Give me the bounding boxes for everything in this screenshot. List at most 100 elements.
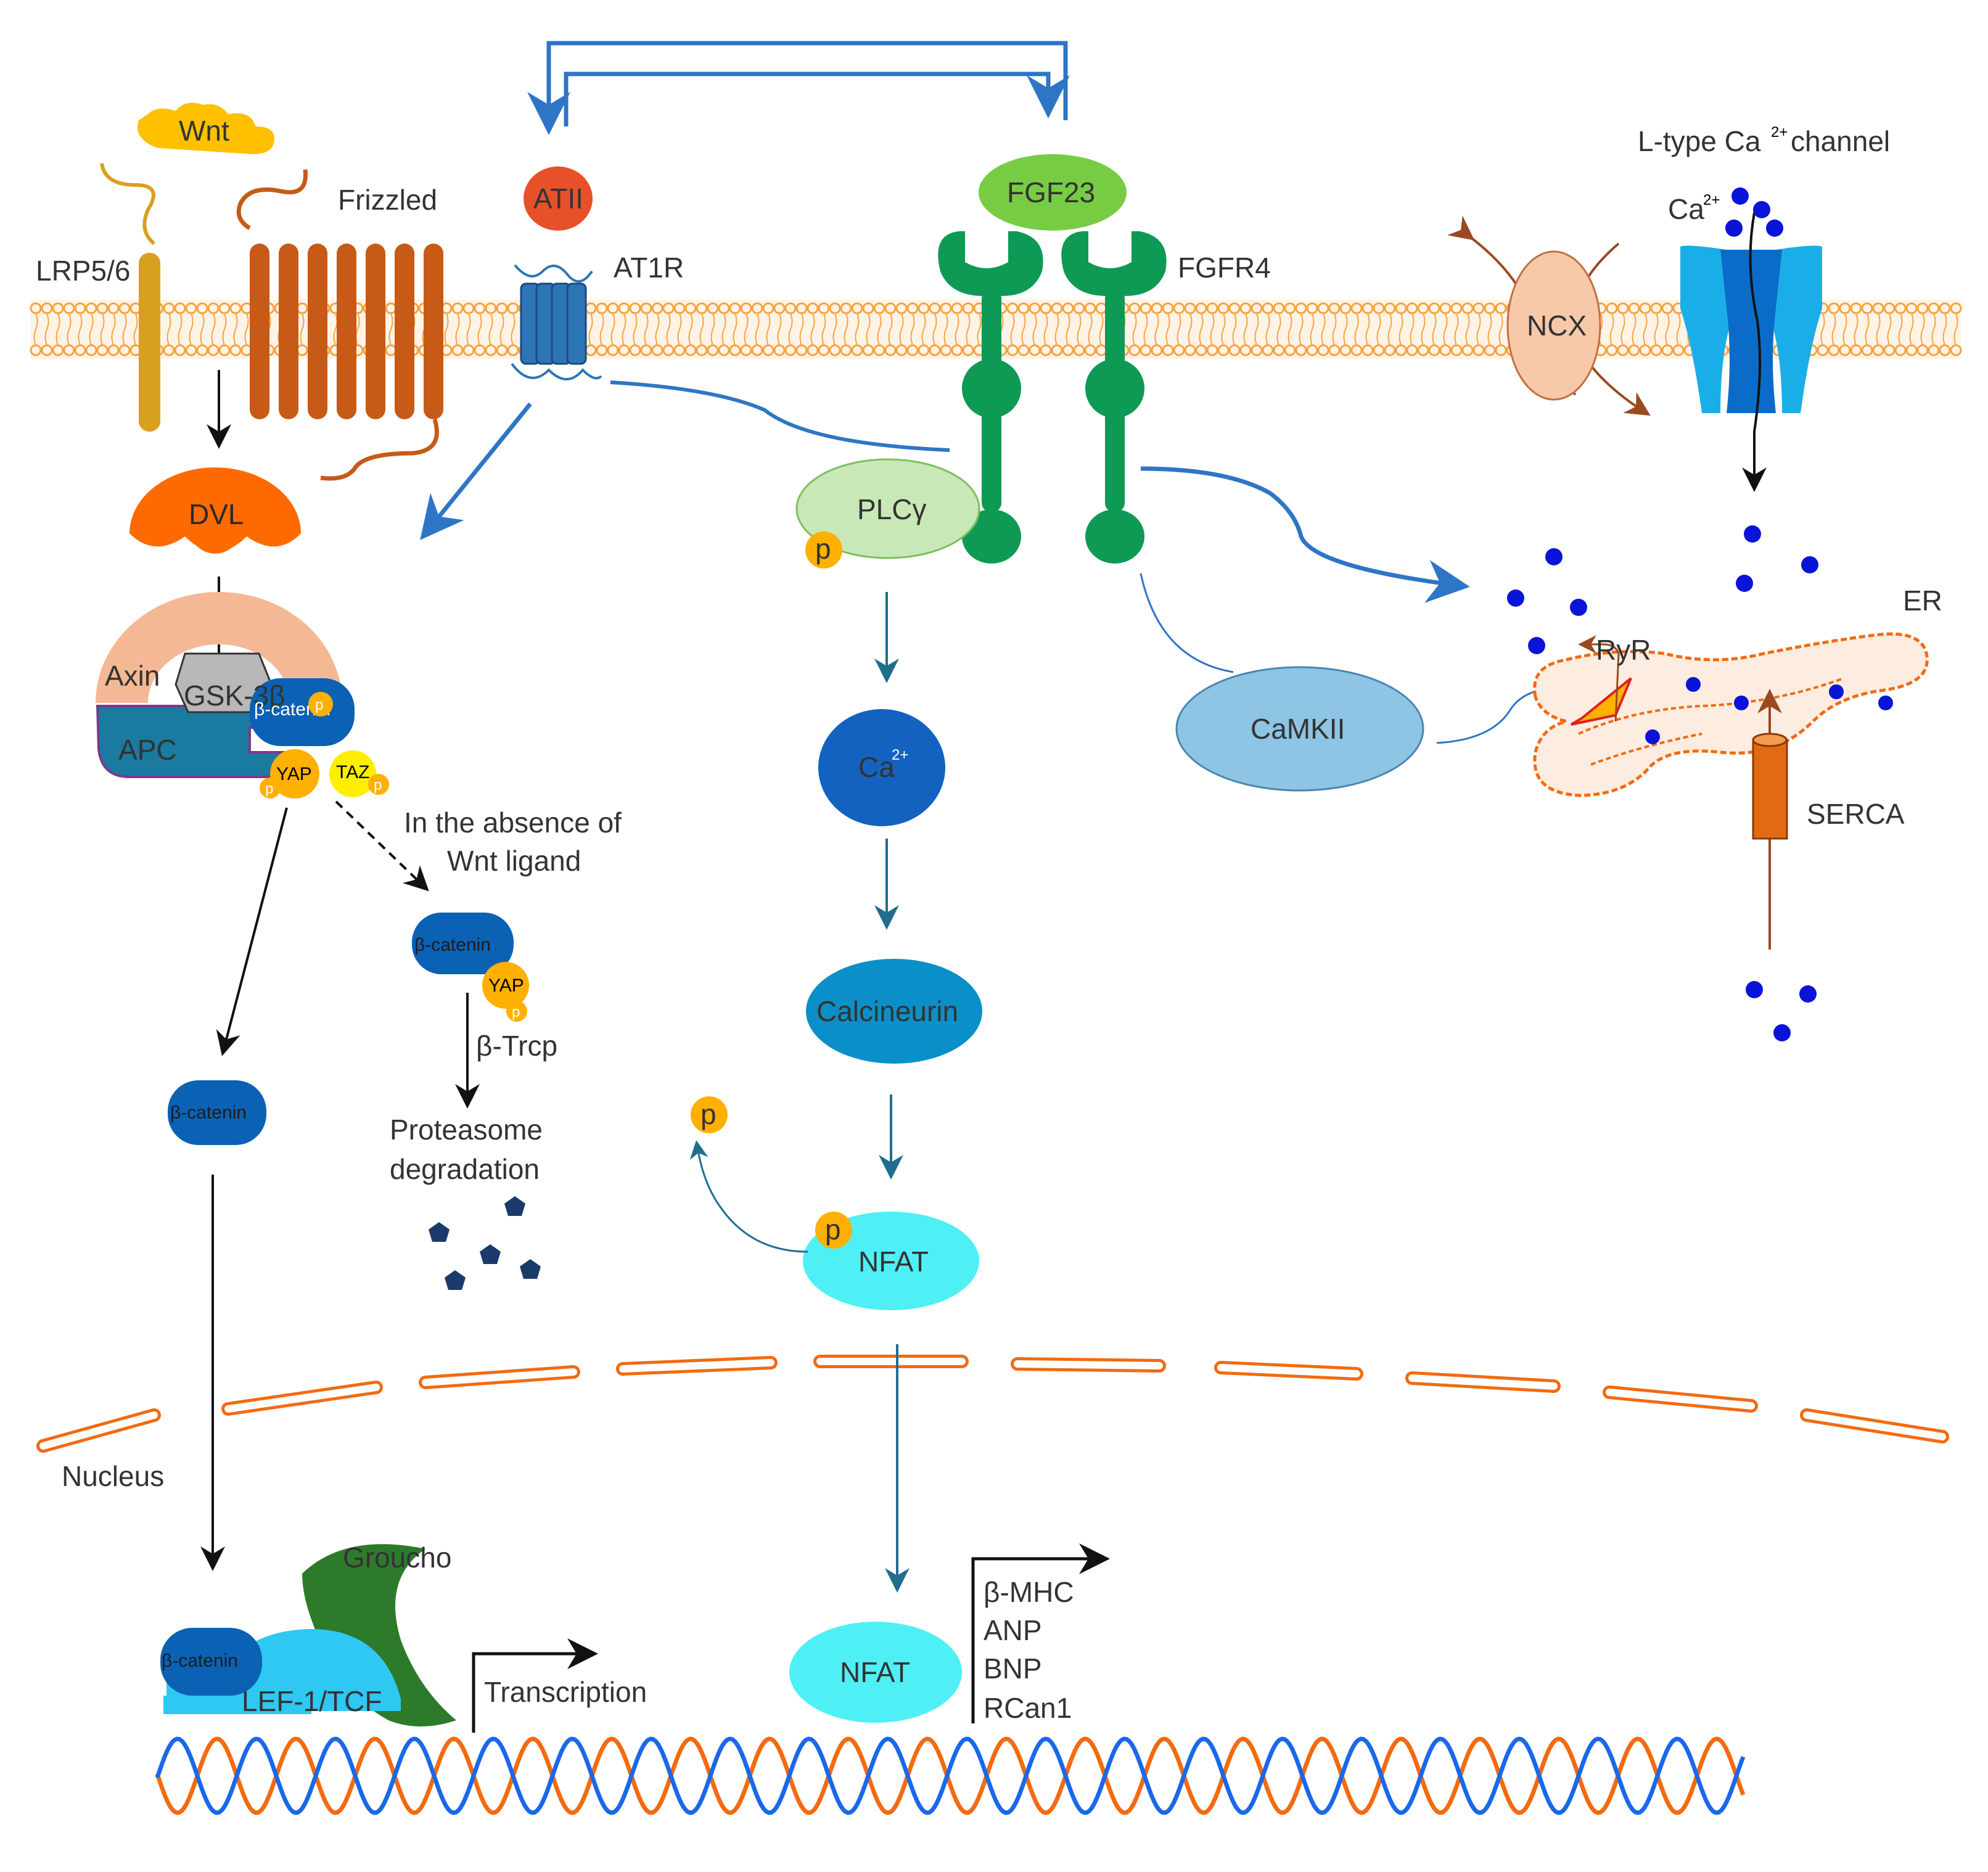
yap-deg-label: YAP: [488, 975, 524, 996]
lipid-tail: [888, 313, 893, 346]
envelope-segment-inner: [1014, 1360, 1163, 1369]
lipid-tail: [444, 313, 449, 346]
free-bcatenin-label: β-catenin: [170, 1102, 247, 1123]
lipid-tail: [733, 313, 737, 346]
lipid-tail: [932, 313, 937, 346]
lipid-tail: [1321, 313, 1326, 346]
fgf23-ligand: FGF23: [979, 154, 1127, 231]
lipid-tail: [1243, 313, 1248, 346]
lipid-tail: [1676, 313, 1681, 346]
lipid-tail: [200, 313, 205, 346]
lipid-tail: [1498, 313, 1503, 346]
nfat-cytoplasm: NFAT p: [803, 1212, 979, 1310]
endoplasmic-reticulum: ER: [1533, 585, 1942, 797]
taz-label: TAZ: [336, 762, 369, 782]
envelope-segment-inner: [619, 1359, 774, 1373]
lipid-tail: [688, 313, 693, 346]
plcg-protein: PLCγ p: [795, 458, 980, 569]
lipid-tail: [1066, 313, 1070, 346]
envelope-segment-inner: [224, 1384, 380, 1413]
lipid-tail: [966, 313, 971, 346]
lipid-tail: [511, 313, 515, 346]
frizzled-receptor: Frizzled: [236, 169, 443, 481]
fgfr4-receptor: FGFR4: [938, 231, 1271, 564]
camkii-label: CaMKII: [1251, 713, 1345, 745]
transcription-label: Transcription: [484, 1676, 647, 1708]
ca-ion-label: Ca: [858, 751, 895, 783]
lipid-tail: [178, 313, 183, 346]
groucho-protein: Groucho: [302, 1542, 456, 1726]
lipid-tail: [466, 313, 471, 346]
lipid-tail: [78, 313, 83, 346]
lipid-tail: [55, 313, 60, 346]
lipid-tail: [699, 313, 704, 346]
lipid-tail: [1010, 313, 1015, 346]
p-plcg: p: [815, 533, 831, 565]
lipid-tail: [955, 313, 959, 346]
lef-label: LEF-1/TCF: [242, 1685, 382, 1717]
p-gsk: p: [315, 697, 323, 713]
er-label: ER: [1903, 585, 1942, 617]
envelope-segment-inner: [1217, 1364, 1360, 1377]
btrcp-label: β-Trcp: [476, 1030, 557, 1062]
nuclear-envelope: [36, 1355, 1949, 1453]
lipid-tail: [477, 313, 482, 346]
lipid-tail: [821, 313, 826, 346]
gene-1: ANP: [984, 1614, 1042, 1646]
at1r-to-plcg-line: [610, 380, 950, 452]
lipid-tail: [1865, 313, 1870, 346]
gsk-label: GSK-3β: [184, 679, 285, 712]
lrp-label: LRP5/6: [36, 255, 130, 287]
lipid-tail: [1210, 313, 1215, 346]
lipid-tail: [744, 313, 749, 346]
lipid-tail: [1887, 313, 1892, 346]
lipid-tail: [499, 313, 504, 346]
nucleus-label: Nucleus: [62, 1460, 164, 1492]
ltype-prefix: L-type Ca: [1638, 125, 1761, 157]
ca-ion-sup: 2+: [892, 747, 908, 763]
lipid-tail: [122, 313, 127, 346]
lipid-tail: [1165, 313, 1170, 346]
lipid-tail: [677, 313, 682, 346]
lipid-tail: [1343, 313, 1348, 346]
ca-ion: Ca 2+: [818, 709, 945, 826]
lipid-tail: [1909, 313, 1914, 346]
lipid-tail: [666, 313, 671, 346]
lipid-tail: [1232, 313, 1237, 346]
lipid-tail: [488, 313, 493, 346]
lipid-tail: [1410, 313, 1415, 346]
lipid-tail: [1876, 313, 1881, 346]
lipid-tail: [1276, 313, 1281, 346]
lipid-tail: [67, 313, 72, 346]
absence-line2: Wnt ligand: [447, 845, 581, 877]
lipid-tail: [1354, 313, 1359, 346]
lipid-tail: [943, 313, 948, 346]
lipid-tail: [655, 313, 660, 346]
p-yap-deg: p: [512, 1004, 520, 1020]
lipid-tail: [1154, 313, 1159, 346]
lipid-tail: [1898, 313, 1903, 346]
fgf23-label: FGF23: [1007, 176, 1095, 208]
lipid-tail: [710, 313, 715, 346]
lipid-tail: [1021, 313, 1026, 346]
lipid-tail: [1632, 313, 1637, 346]
lipid-tail: [1221, 313, 1226, 346]
lipid-tail: [1609, 313, 1614, 346]
envelope-segment-inner: [422, 1368, 577, 1386]
lipid-tail: [1032, 313, 1037, 346]
envelope-segment-inner: [1803, 1411, 1946, 1440]
lipid-tail: [166, 313, 171, 346]
lipid-tail: [1854, 313, 1859, 346]
lipid-tail: [244, 313, 249, 346]
fgfr4-label: FGFR4: [1178, 252, 1271, 284]
absence-line1: In the absence of: [404, 807, 622, 839]
gene-0: β-MHC: [984, 1576, 1074, 1608]
lipid-tail: [1099, 313, 1104, 346]
lipid-tail: [1387, 313, 1392, 346]
lipid-tail: [588, 313, 593, 346]
lipid-tail: [111, 313, 116, 346]
lipid-tail: [766, 313, 771, 346]
lipid-tail: [1432, 313, 1437, 346]
lipid-tail: [1842, 313, 1847, 346]
